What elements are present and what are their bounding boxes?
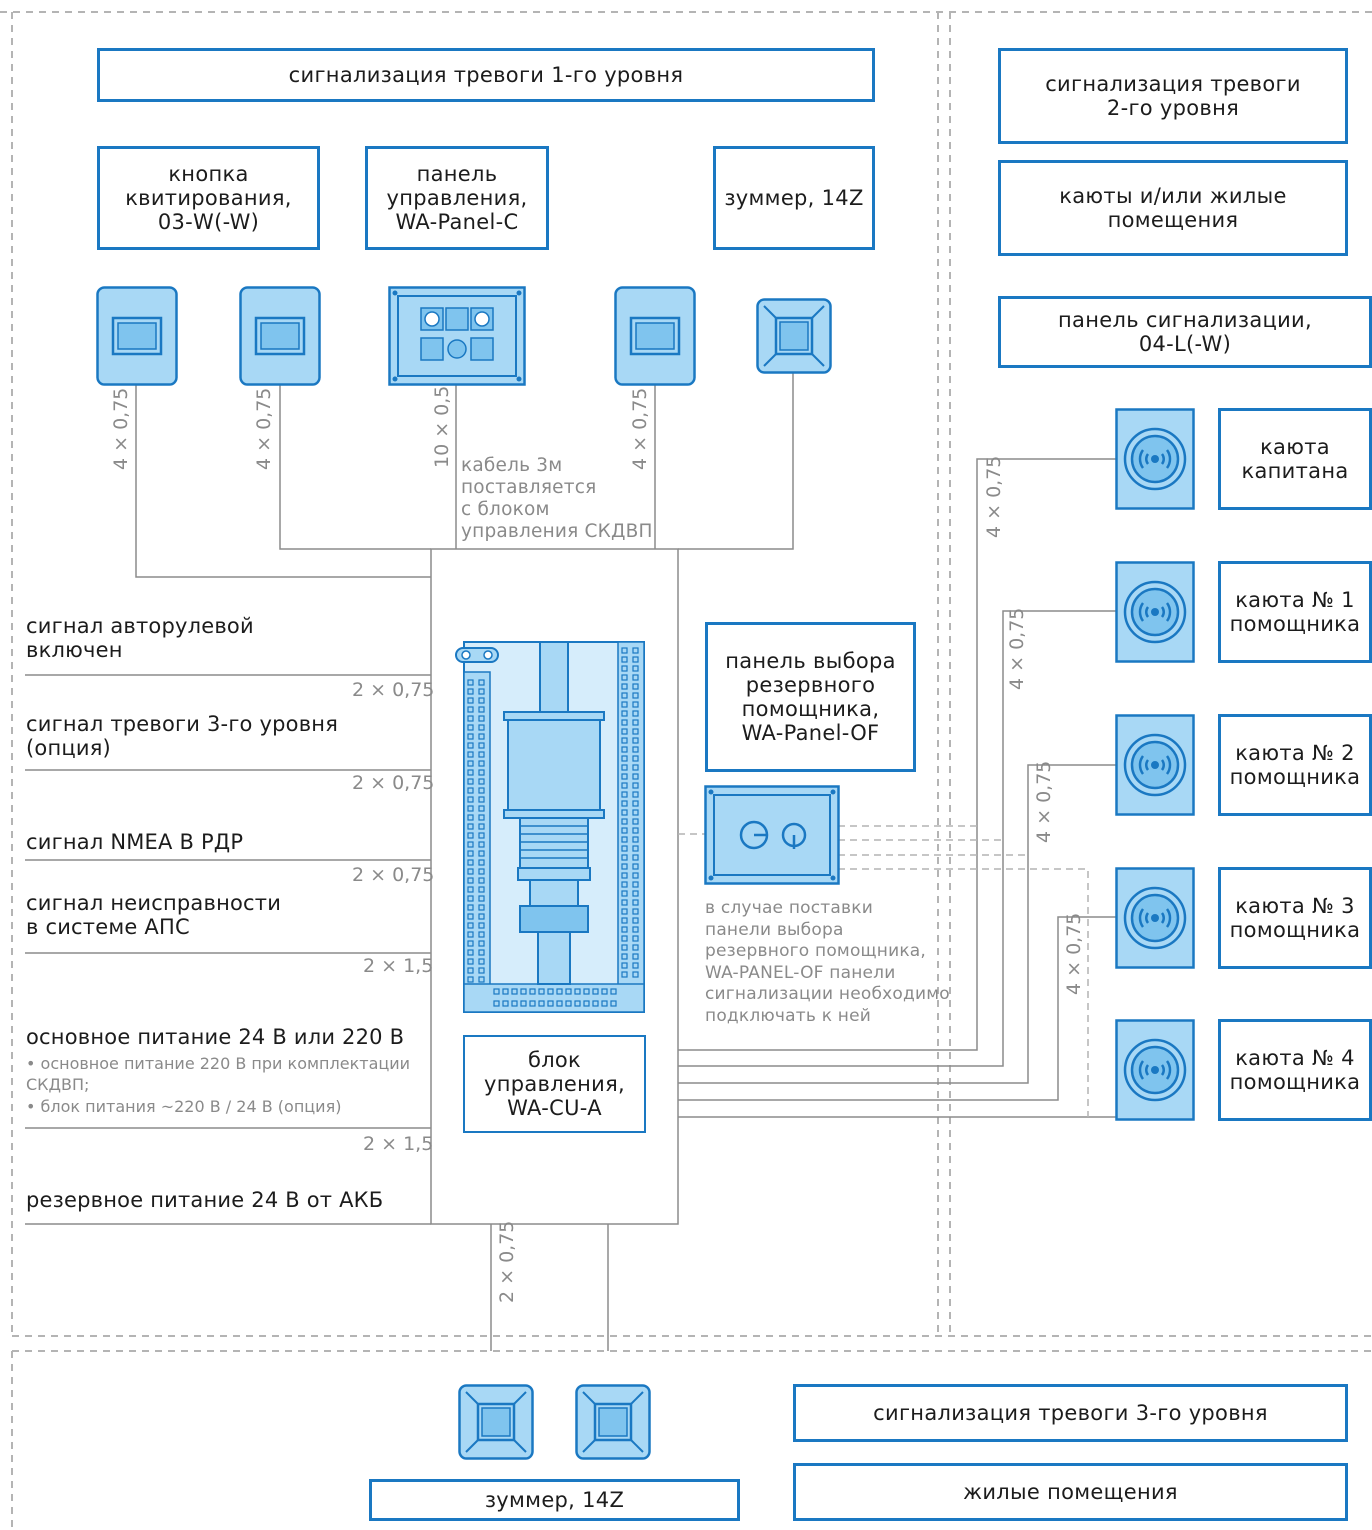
main-power-note2: • блок питания ~220 В / 24 В (опция) (26, 1097, 342, 1116)
level3-buzzer-box: зуммер, 14Z (369, 1479, 740, 1521)
signal-panel-icon (1115, 1019, 1195, 1121)
ack-button-icon (614, 286, 696, 386)
select-panel-icon (704, 785, 840, 885)
signal-panel-icon (1115, 867, 1195, 969)
level1-title-box: сигнализация тревоги 1-го уровня (97, 48, 875, 102)
assistant3-cabin-box: каюта № 3 помощника (1218, 867, 1372, 969)
input-main-power: основное питание 24 В или 220 В (26, 1025, 405, 1049)
input-alarm3: сигнал тревоги 3-го уровня (опция) (26, 712, 339, 760)
gauge-alarm3: 2 × 0,75 (352, 772, 435, 794)
level1-cables (135, 372, 794, 578)
assistant1-cabin-box: каюта № 1 помощника (1218, 561, 1372, 663)
gauge-nmea: 2 × 0,75 (352, 864, 435, 886)
cable-note: кабель 3м поставляется с блоком управлен… (461, 455, 653, 542)
gauge-cabin-1: 4 × 0,75 (1006, 607, 1028, 690)
ack-button-icon (239, 286, 321, 386)
select-note: в случае поставки панели выбора резервно… (705, 898, 950, 1026)
gauge-cabin-3: 4 × 0,75 (1063, 912, 1085, 995)
ack-button-box: кнопка квитирования, 03-W(-W) (97, 146, 320, 250)
control-unit-icon (455, 641, 645, 1013)
ack-button-icon (96, 286, 178, 386)
control-unit-box: блок управления, WA-CU-A (463, 1035, 646, 1133)
gauge-ack2: 4 × 0,75 (253, 387, 275, 470)
buzzer-box: зуммер, 14Z (713, 146, 875, 250)
level3-living-box: жилые помещения (793, 1463, 1348, 1521)
gauge-autopilot: 2 × 0,75 (352, 679, 435, 701)
level3-cables (490, 1224, 609, 1351)
input-autopilot: сигнал авторулевой включен (26, 614, 254, 662)
zone-frames (0, 11, 1372, 1530)
signal-panel-icon (1115, 714, 1195, 816)
signal-panel-box: панель сигнализации, 04-L(-W) (998, 296, 1372, 368)
gauge-level3: 2 × 0,75 (496, 1220, 518, 1303)
gauge-main-power: 2 × 1,5 (363, 1133, 434, 1155)
control-panel-icon (388, 286, 526, 386)
assistant4-cabin-box: каюта № 4 помощника (1218, 1019, 1372, 1121)
signal-panel-icon (1115, 408, 1195, 510)
control-panel-box: панель управления, WA-Panel-C (365, 146, 549, 250)
input-nmea: сигнал NMEA В РДР (26, 830, 244, 854)
gauge-panel: 10 × 0,5 (431, 385, 453, 468)
signal-panel-icon (1115, 561, 1195, 663)
gauge-ack1: 4 × 0,75 (110, 387, 132, 470)
input-backup-power: резервное питание 24 В от АКБ (26, 1188, 384, 1212)
gauge-cabin-captain: 4 × 0,75 (983, 455, 1005, 538)
assistant2-cabin-box: каюта № 2 помощника (1218, 714, 1372, 816)
buzzer-icon (756, 298, 832, 374)
input-fault: сигнал неисправности в системе АПС (26, 891, 282, 939)
level3-title-box: сигнализация тревоги 3-го уровня (793, 1384, 1348, 1442)
buzzer-icon (575, 1384, 651, 1460)
input-lines (25, 674, 431, 1225)
gauge-fault: 2 × 1,5 (363, 955, 434, 977)
buzzer-icon (458, 1384, 534, 1460)
select-panel-box: панель выбора резервного помощника, WA-P… (705, 622, 916, 772)
cabins-box: каюты и/или жилые помещения (998, 160, 1348, 256)
captain-cabin-box: каюта капитана (1218, 408, 1372, 510)
gauge-cabin-2: 4 × 0,75 (1033, 760, 1055, 843)
level2-title-box: сигнализация тревоги 2-го уровня (998, 48, 1348, 144)
cabin-cables (678, 458, 1116, 1118)
select-panel-routes (678, 825, 1089, 1117)
main-power-note1: • основное питание 220 В при комплектаци… (26, 1054, 411, 1094)
